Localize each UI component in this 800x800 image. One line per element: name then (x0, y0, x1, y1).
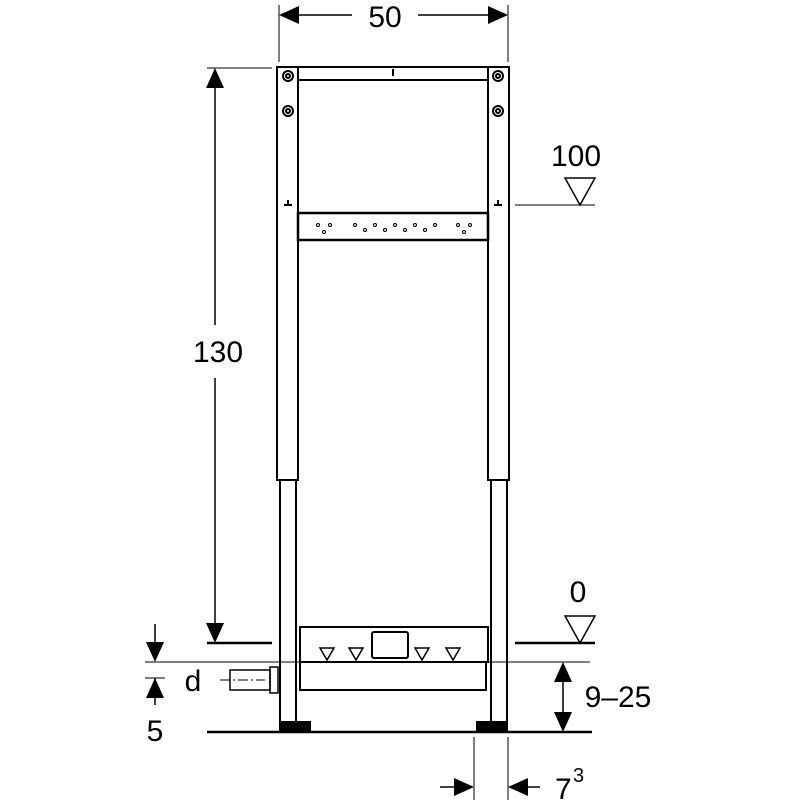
adjust-dimension (554, 662, 572, 732)
level-0-marker (515, 615, 597, 645)
offset-dimension (145, 624, 165, 705)
post-depth-superscript: 3 (573, 765, 584, 787)
width-dimension (278, 5, 509, 62)
level-100-label: 100 (551, 140, 601, 173)
adjust-label: 9–25 (585, 681, 652, 714)
post-depth-dimension (440, 737, 540, 800)
frame (276, 66, 510, 731)
offset-label: 5 (147, 715, 164, 748)
pipe-connection (220, 666, 279, 694)
post-depth-label: 7 (555, 773, 572, 800)
height-label: 130 (193, 336, 243, 369)
level-0-label: 0 (570, 576, 587, 609)
level-100-marker (515, 177, 597, 207)
height-dimension (206, 67, 272, 645)
pipe-diameter-label: d (185, 665, 202, 698)
width-label: 50 (368, 1, 401, 34)
